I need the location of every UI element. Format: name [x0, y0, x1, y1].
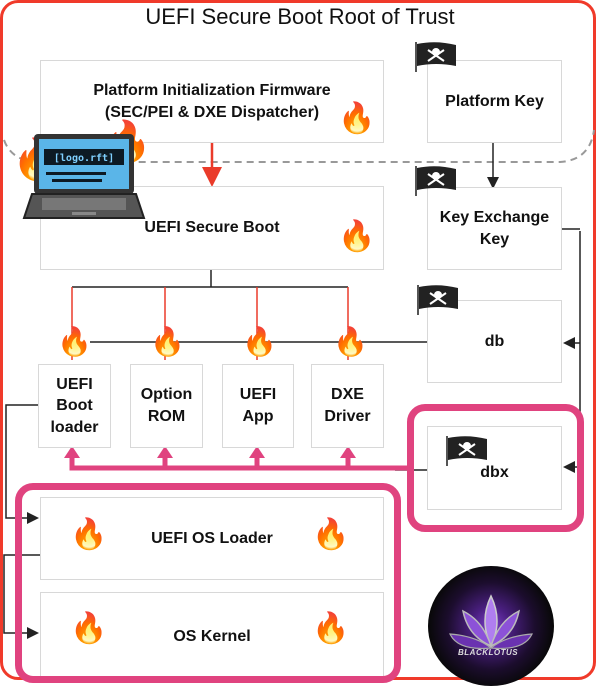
pirate-flag-icon [417, 285, 458, 315]
flame-icon: 🔥 [150, 326, 185, 357]
laptop-screen-text: [logo.rft] [54, 153, 114, 164]
dbx-revocation-bus [69, 453, 410, 471]
laptop-icon: [logo.rft] [22, 134, 146, 219]
box-os-kernel: OS Kernel [40, 592, 384, 682]
flame-icon: 🔥 [242, 326, 277, 357]
flame-icon: 🔥 [312, 612, 350, 645]
flame-icon: 🔥 [338, 220, 376, 253]
highlight-dbx [407, 404, 584, 532]
black-lotus-logo [428, 566, 554, 686]
box-platform-key: Platform Key [427, 60, 562, 143]
pirate-flag-icon [446, 436, 487, 466]
highlight-os-components [15, 483, 401, 683]
flame-icon: 🔥 [70, 518, 108, 551]
box-db: db [427, 300, 562, 383]
logo-text: BLACKLOTUS [458, 648, 519, 657]
box-uefi-app: UEFI App [222, 364, 294, 448]
flame-icon: 🔥 [57, 326, 92, 357]
box-dxe-driver: DXE Driver [311, 364, 384, 448]
flame-icon: 🔥 [333, 326, 368, 357]
box-key-exchange-key: Key Exchange Key [427, 187, 562, 270]
flame-icon: 🔥 [338, 102, 376, 135]
box-platform-init-firmware: Platform Initialization Firmware (SEC/PE… [40, 60, 384, 143]
diagram-title: UEFI Secure Boot Root of Trust [145, 4, 455, 29]
pirate-flag-icon [415, 166, 456, 196]
box-uefi-boot-loader: UEFI Boot loader [38, 364, 111, 448]
box-uefi-os-loader: UEFI OS Loader [40, 497, 384, 580]
pirate-flag-icon [415, 42, 456, 72]
flame-icon: 🔥 [70, 612, 108, 645]
trust-boundary-dashed [3, 129, 595, 163]
lotus-icon [449, 594, 533, 650]
box-option-rom: Option ROM [130, 364, 203, 448]
flame-icon: 🔥 [312, 518, 350, 551]
